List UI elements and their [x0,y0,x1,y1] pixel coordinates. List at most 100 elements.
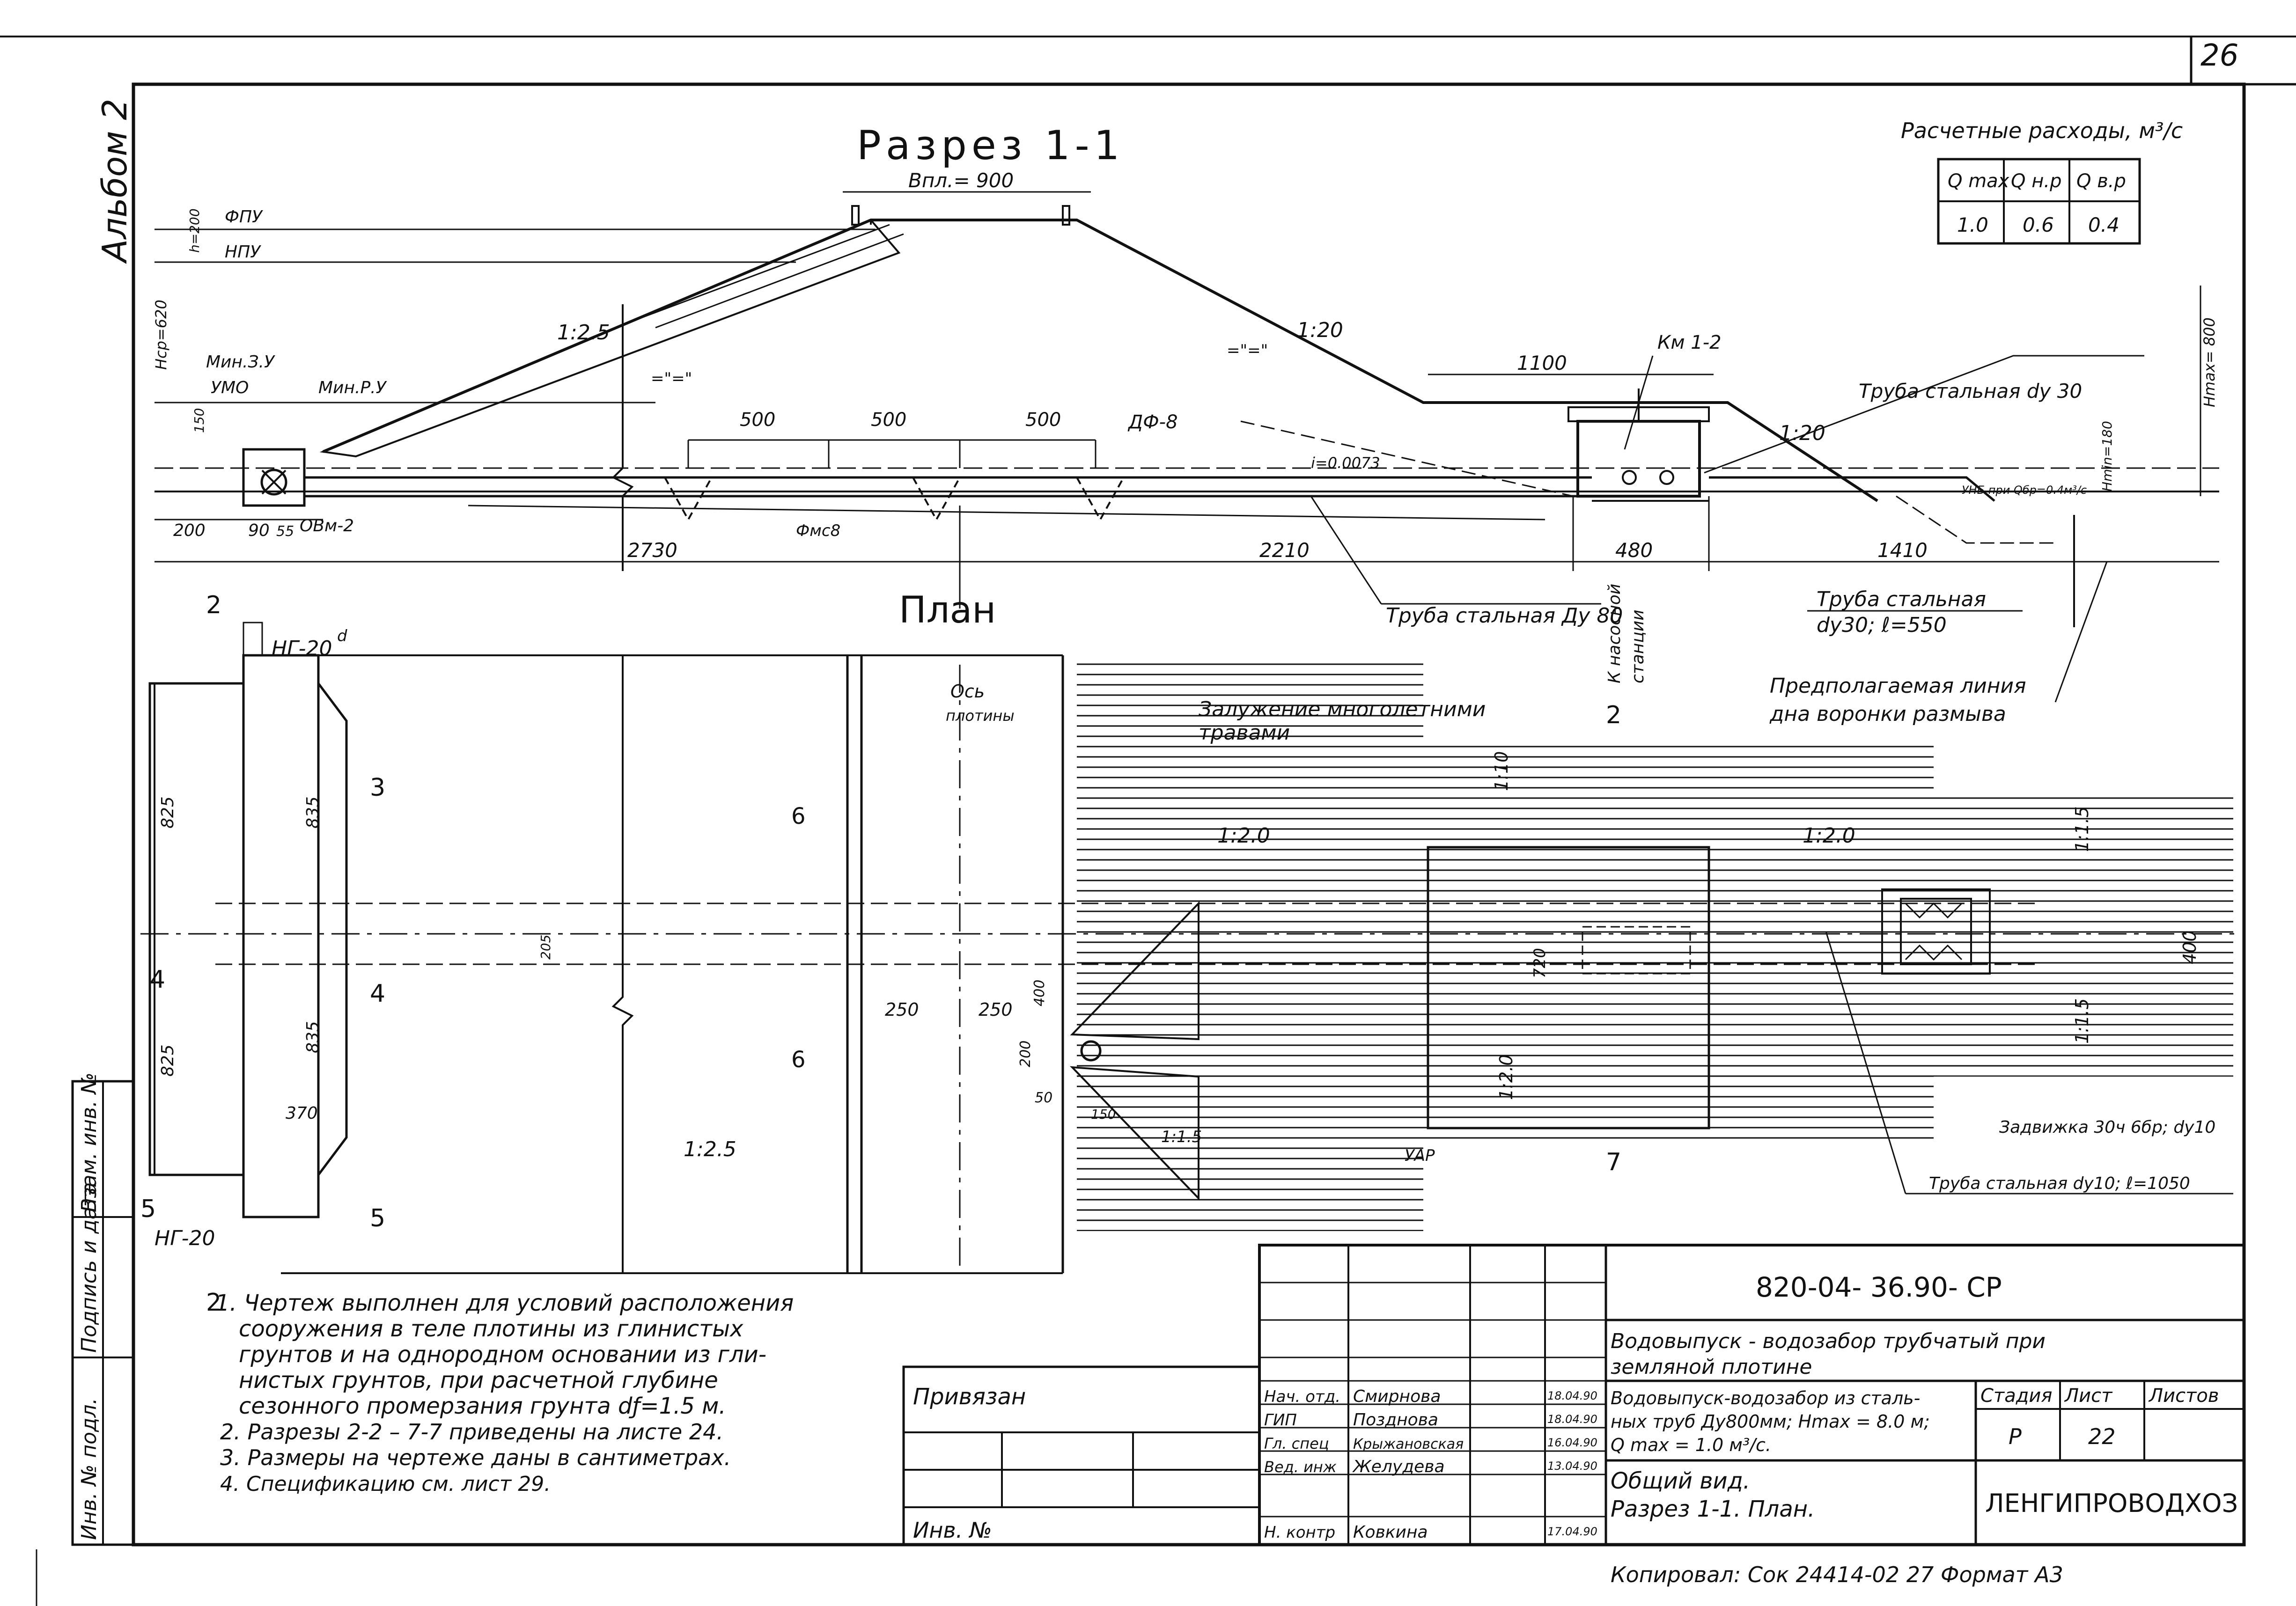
section-title: Разрез 1-1 [857,122,1124,169]
sheet-title-2: Разрез 1-1. План. [1611,1496,1815,1522]
mark-4-right: 4 [370,980,385,1008]
name-0: Смирнова [1353,1387,1441,1406]
mark-5-right: 5 [370,1204,385,1232]
ng-top-sup: d [337,627,347,645]
dim-500-2: 500 [871,409,906,431]
pump-label-1: К насосной [1605,584,1624,683]
level-min-ru: Мин.Р.У [318,378,387,397]
dim-1100: 1100 [1517,352,1567,374]
dim-825-a: 825 [158,796,177,829]
flows-v-qnr: 0.6 [2023,213,2054,236]
note-line-7: 3. Размеры на чертеже даны в сантиметрах… [220,1445,731,1470]
role-3: Вед. инж [1264,1458,1337,1476]
mark-6-bottom: 6 [791,1047,806,1073]
pipe-30c-label: dу30; ℓ=550 [1817,613,1947,637]
mark-2-bottom: 2 [206,1289,221,1317]
dim-2730: 2730 [627,539,677,562]
name-3: Желудева [1352,1457,1445,1476]
date-0: 18.04.90 [1547,1389,1597,1402]
plan-view: План НГ-20 d НГ-20 825 835 835 825 205 3… [140,584,2238,1317]
slope-plan-20c: 1:2.0 [1496,1055,1516,1100]
role-0: Нач. отд. [1264,1387,1340,1406]
slope-right-1: 1:20 [1297,318,1343,342]
pipe-30b-label: Труба стальная [1817,587,1986,611]
slope-plan-15a: 1:1.5 [2072,807,2092,852]
h-max: Hmax= 800 [2200,317,2218,407]
km-label: Км 1-2 [1657,332,1722,353]
role-2: Гл. спец [1264,1435,1329,1452]
dim-835-b: 835 [303,1021,323,1053]
dim-90: 90 [248,521,270,540]
h-nsr: Нср=620 [152,300,170,370]
mark-6-top: 6 [791,803,806,829]
dim-480: 480 [1615,539,1653,562]
object-2: ных труб Ду800мм; Нmax = 8.0 м; [1611,1411,1930,1432]
dim-250-b: 250 [979,999,1013,1020]
stamp-vzam: Взам. инв. № [77,1072,101,1212]
flows-h-qnr: Q н.р [2011,170,2061,192]
flows-h-qvr: Q в.р [2076,170,2126,192]
dim-200: 200 [173,521,206,540]
date-4: 17.04.90 [1547,1525,1597,1538]
section-1-1: Разрез 1-1 Впл.= 900 1:2.5 1:20 1:20 ="=… [152,122,2219,726]
h-200: h=200 [187,208,202,253]
h-150: 150 [191,408,207,433]
stamp-inv-podl: Инв. № подл. [77,1398,101,1540]
dim-2210: 2210 [1259,539,1310,562]
dim-205: 205 [538,935,553,960]
level-umo: УМО [211,378,249,397]
dim-400b: 400 [2179,930,2200,964]
scour-line-2: дна воронки размыва [1769,702,2006,726]
dim-370: 370 [286,1104,318,1123]
sheet-title-1: Общий вид. [1611,1468,1750,1494]
mark-5-left: 5 [140,1195,156,1223]
slope-plan-20a: 1:2.0 [1217,824,1270,848]
soil-mark-1: ="=" [651,369,692,388]
dim-150-plan: 150 [1091,1107,1116,1122]
uar-label: УАР [1405,1146,1435,1165]
name-2: Крыжановская [1353,1436,1464,1452]
pump-label-2: станции [1628,609,1648,683]
dim-200-plan: 200 [1017,1041,1034,1067]
axis-label-2: плотины [946,707,1015,725]
project-1: Водовыпуск - водозабор трубчатый при [1611,1329,2046,1353]
note-line-8: 4. Спецификацию см. лист 29. [220,1472,551,1496]
stamp-signature: Подпись и дата [77,1182,101,1353]
note-line-4: нистых грунтов, при расчетной глубине [239,1367,718,1393]
level-fpu: ФПУ [225,207,263,227]
doc-code: 820-04- 36.90- СР [1756,1271,2002,1303]
slope-plan-10: 1:10 [1491,751,1512,791]
name-1: Позднова [1353,1410,1438,1430]
pipe-30-label: Труба стальная dу 30 [1859,380,2082,403]
mark-3: 3 [370,774,385,802]
grass-label-2: травами [1199,721,1290,745]
mark-2-top: 2 [206,591,221,619]
side-stamp: Инв. № подл. Подпись и дата Взам. инв. № [71,1072,135,1546]
ng-bottom: НГ-20 [155,1226,215,1250]
dim-500-3: 500 [1025,409,1061,431]
pipe-10-label: Труба стальная dу10; ℓ=1050 [1929,1174,2190,1193]
dim-720: 720 [1531,948,1549,978]
mark-4-left: 4 [150,966,165,994]
date-3: 13.04.90 [1547,1459,1597,1473]
album-label: Альбом 2 [95,99,134,264]
plan-title: План [899,589,996,631]
flows-v-qmax: 1.0 [1957,213,1988,236]
inv-no: Инв. № [913,1518,992,1543]
mark-2-right: 2 [1606,701,1621,729]
org-name: ЛЕНГИПРОВОДХОЗ [1985,1489,2238,1518]
pipe-80-label: Труба стальная Ду 80 [1386,604,1623,628]
ung-label: УНБ при Qбр=0.4м³/с [1962,484,2087,497]
role-1: ГИП [1264,1411,1297,1430]
flows-v-qvr: 0.4 [2088,213,2119,236]
slope-plan-15b: 1:1.5 [2072,998,2092,1044]
mark-7: 7 [1606,1148,1621,1176]
slope-left: 1:2.5 [557,321,610,345]
level-min-zu: Мин.З.У [206,352,275,372]
title-block: Привязан Инв. № Нач. отд. Смирнова 18.04… [902,1244,2245,1587]
date-2: 16.04.90 [1547,1436,1597,1449]
soil-mark-2: ="=" [1227,341,1268,360]
dim-825-b: 825 [158,1044,177,1077]
page-number: 26 [2200,38,2238,73]
